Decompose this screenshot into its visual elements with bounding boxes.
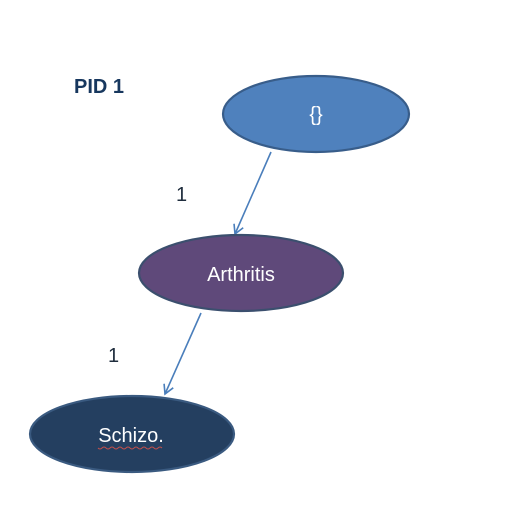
- node-root[interactable]: {}: [221, 74, 411, 154]
- node-schizo-ellipse: [28, 394, 236, 474]
- edge-root-to-arthritis: [233, 151, 272, 236]
- node-arthritis-ellipse: [137, 233, 345, 313]
- node-arthritis[interactable]: Arthritis: [137, 233, 345, 313]
- node-root-ellipse: [221, 74, 411, 154]
- edge-arthritis-to-schizo: [163, 312, 202, 396]
- node-arthritis-label: Arthritis: [207, 264, 275, 286]
- edge-label-arthritis-schizo: 1: [108, 345, 119, 367]
- node-schizo[interactable]: Schizo.: [28, 394, 236, 474]
- spellcheck-squiggle: [97, 446, 163, 450]
- node-root-label: {}: [309, 104, 323, 126]
- edge-label-root-arthritis: 1: [176, 184, 187, 206]
- node-schizo-label: Schizo.: [98, 425, 164, 447]
- diagram-title: PID 1: [74, 76, 124, 98]
